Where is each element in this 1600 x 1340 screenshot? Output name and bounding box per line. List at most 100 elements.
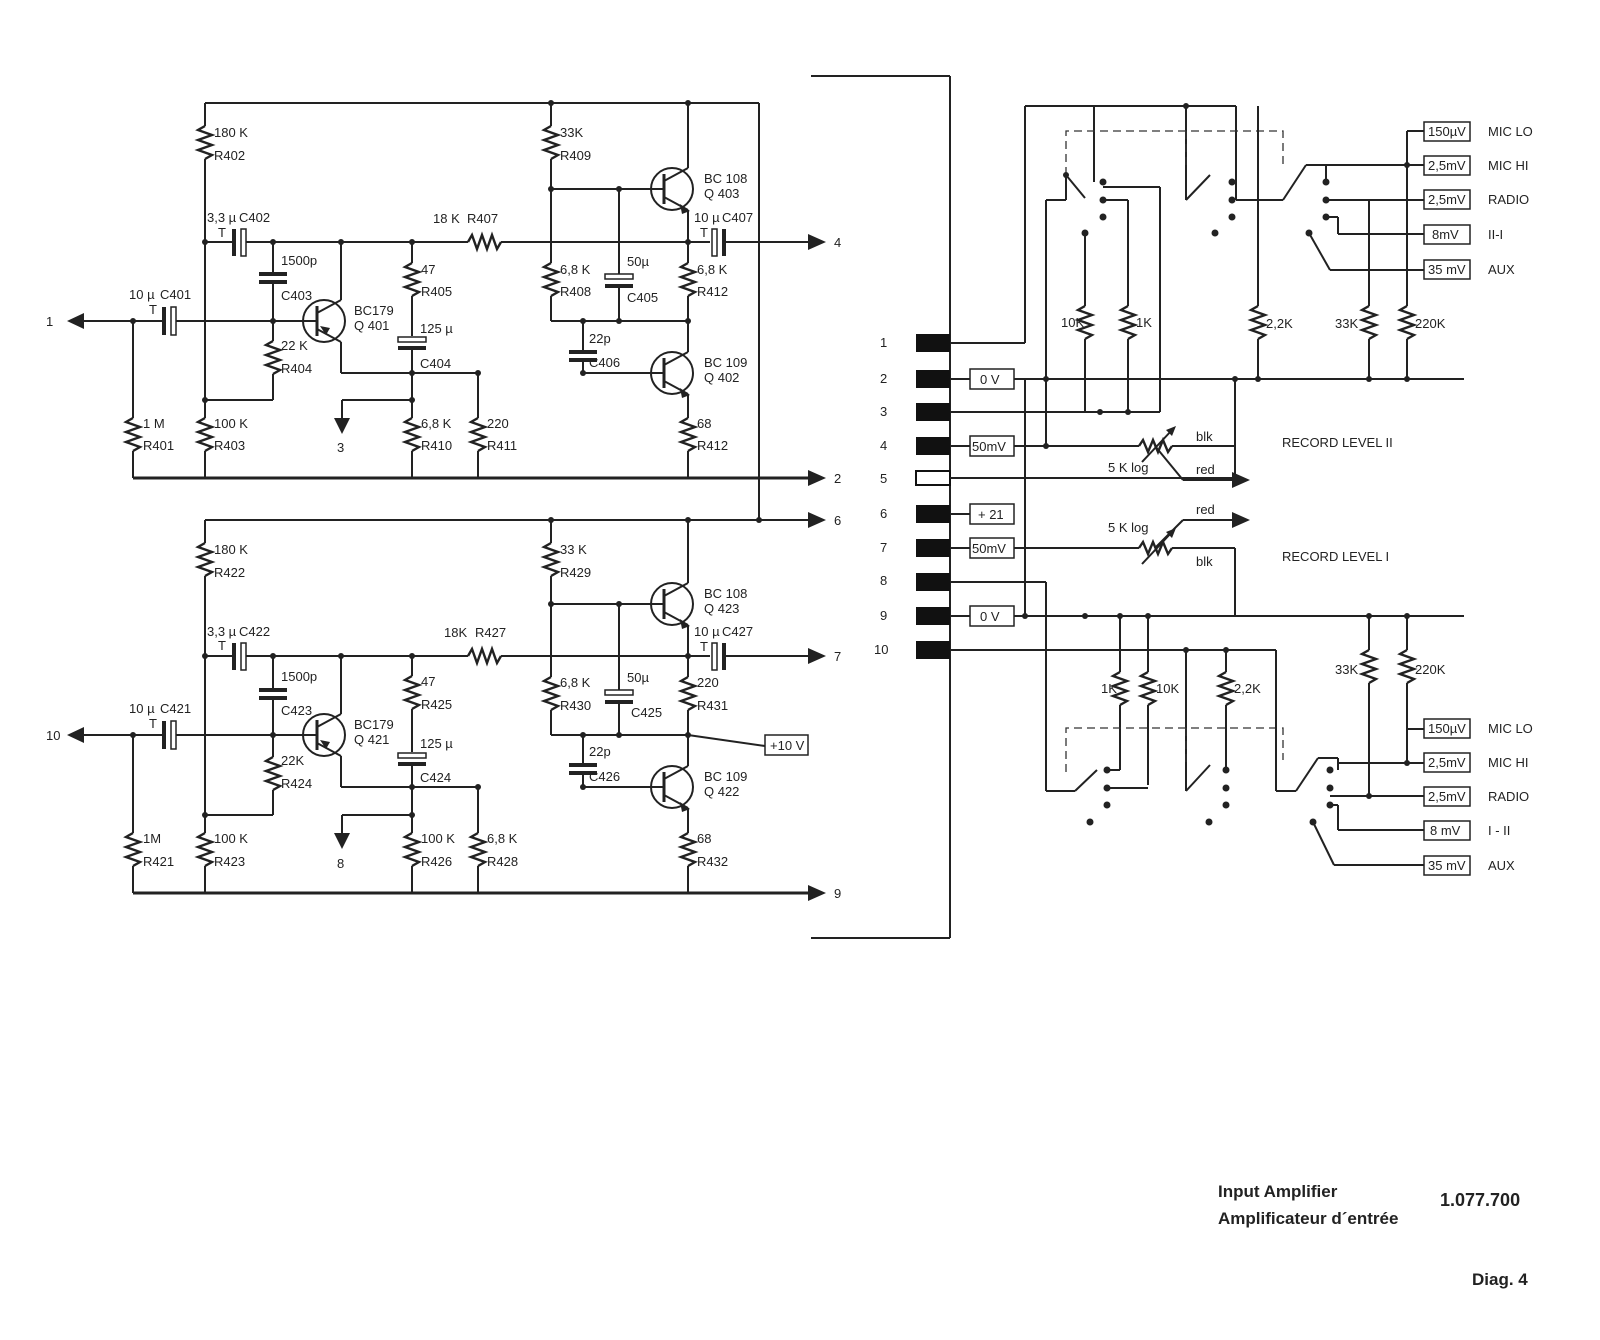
q-id-q421: Q 421 (354, 732, 389, 747)
cap-polarity-c407: T (700, 225, 708, 240)
pin-tag-2: 0 V (980, 372, 1000, 387)
cap-id-c425: C425 (631, 705, 662, 720)
res-id-r403: R403 (214, 438, 245, 453)
pot-ii-red-arrow (1232, 472, 1250, 488)
part-number: 1.077.700 (1440, 1190, 1521, 1210)
q-type-q422: BC 109 (704, 769, 747, 784)
lower-input-name-aux: AUX (1488, 858, 1515, 873)
lower-res-1k: 1K (1101, 681, 1117, 696)
cap-value-c407: 10 µ (694, 210, 720, 225)
node-lower-gnd: 8 (337, 856, 344, 871)
res-value-r409: 33K (560, 125, 583, 140)
node-lower-output: 7 (834, 649, 841, 664)
lower-res-10k: 10K (1156, 681, 1179, 696)
connector-pin-5: 5 (880, 471, 887, 486)
upper-res-33k: 33K (1335, 316, 1358, 331)
q-type-q401: BC179 (354, 303, 394, 318)
lower-amplifier: 6 9 10 T 10 µ C421 1M R421 180 K R422 10… (46, 512, 841, 901)
res-id-r424: R424 (281, 776, 312, 791)
cap-value-c403: 1500p (281, 253, 317, 268)
res-id-r401: R401 (143, 438, 174, 453)
res-value-r410: 6,8 K (560, 262, 591, 277)
node-lower-rail: 9 (834, 886, 841, 901)
upper-output-arrow (808, 234, 826, 250)
node-supply: 6 (834, 513, 841, 528)
res-value-r403: 100 K (214, 416, 248, 431)
upper-input-arrow (67, 313, 84, 329)
cap-polarity-c427: T (700, 639, 708, 654)
res-id-r431: R431 (697, 698, 728, 713)
pin-tag-9: 0 V (980, 609, 1000, 624)
lower-res-33k: 33K (1335, 662, 1358, 677)
upper-input-name-mic-hi: MIC HI (1488, 158, 1528, 173)
upper-input-name-aux: AUX (1488, 262, 1515, 277)
res-value-r411: 6,8 K (697, 262, 728, 277)
res-value-r429: 33 K (560, 542, 587, 557)
upper-input-list: 150µV MIC LO 2,5mV MIC HI 2,5mV RADIO 8m… (1423, 121, 1533, 280)
res-value-r401: 1 M (143, 416, 165, 431)
res-value-r405: 47 (421, 262, 435, 277)
cap-value-c402: 3,3 µ (207, 210, 237, 225)
upper-amplifier: 2 1 T 10 µ C401 1 M R401 180 K R402 100 … (46, 100, 841, 523)
q-id-q401: Q 401 (354, 318, 389, 333)
cap-polarity-c421: T (149, 716, 157, 731)
connector-pin-1: 1 (880, 335, 887, 350)
connector-pin-4: 4 (880, 438, 887, 453)
cap-id-c427: C427 (722, 624, 753, 639)
res-value-r406: 6,8 K (421, 416, 452, 431)
cap-value-c401: 10 µ (129, 287, 155, 302)
res-value-r424: 22K (281, 753, 304, 768)
caption-french: Amplificateur d´entrée (1218, 1209, 1399, 1228)
diagram-caption: Input Amplifier Amplificateur d´entrée (1218, 1178, 1398, 1232)
upper-res-220k: 220K (1415, 316, 1446, 331)
node-upper-gnd: 3 (337, 440, 344, 455)
cap-id-c401: C401 (160, 287, 191, 302)
pin-tag-7: 50mV (972, 541, 1006, 556)
upper-input-name-tape: II-I (1488, 227, 1503, 242)
connector-pin-3: 3 (880, 404, 887, 419)
res-value-r428: 6,8 K (487, 831, 518, 846)
upper-rail-arrow (808, 470, 826, 486)
cap-id-c407: C407 (722, 210, 753, 225)
pot-record-level-i: 5 K log red blk RECORD LEVEL I (1108, 502, 1389, 616)
cap-value-c404: 125 µ (420, 321, 453, 336)
upper-selector-switch: 10K 1K 2,2K 33K 220K (1045, 106, 1446, 446)
connector-pin-8: 8 (880, 573, 887, 588)
upper-input-level-mic-lo: 150µV (1428, 124, 1466, 139)
diagram-number: Diag. 4 (1472, 1270, 1528, 1289)
lower-input-level-mic-hi: 2,5mV (1428, 755, 1466, 770)
cap-id-c404: C404 (420, 356, 451, 371)
transistor-q403 (650, 103, 694, 263)
connector-pin-labels: 1 2 3 4 5 6 7 8 9 10 (874, 335, 888, 657)
cap-id-c423: C423 (281, 703, 312, 718)
upper-input-level-mic-hi: 2,5mV (1428, 158, 1466, 173)
q-id-q422: Q 422 (704, 784, 739, 799)
res-value-r423: 100 K (214, 831, 248, 846)
pin-tag-6: + 21 (978, 507, 1004, 522)
cap-value-c425: 50µ (627, 670, 649, 685)
res-id-r412: R412 (697, 438, 728, 453)
cap-value-c427: 10 µ (694, 624, 720, 639)
node-upper-input: 1 (46, 314, 53, 329)
res-id-r406: R410 (421, 438, 452, 453)
upper-res-1k: 1K (1136, 315, 1152, 330)
pot-i-red: red (1196, 502, 1215, 517)
lower-res-220k: 220K (1415, 662, 1446, 677)
lower-input-name-mic-hi: MIC HI (1488, 755, 1528, 770)
lower-output-arrow (808, 648, 826, 664)
upper-res-2k2: 2,2K (1266, 316, 1293, 331)
pot-i-blk: blk (1196, 554, 1213, 569)
res-value-r404: 22 K (281, 338, 308, 353)
res-value-r430: 6,8 K (560, 675, 591, 690)
upper-input-level-aux: 35 mV (1428, 262, 1466, 277)
cap-id-c422: C422 (239, 624, 270, 639)
node-upper-output: 4 (834, 235, 841, 250)
lower-rail-arrow (808, 885, 826, 901)
q-type-q423: BC 108 (704, 586, 747, 601)
cap-value-c423: 1500p (281, 669, 317, 684)
caption-english: Input Amplifier (1218, 1182, 1338, 1201)
upper-input-name-mic-lo: MIC LO (1488, 124, 1533, 139)
cap-id-c402: C402 (239, 210, 270, 225)
res-value-r432: 68 (697, 831, 711, 846)
